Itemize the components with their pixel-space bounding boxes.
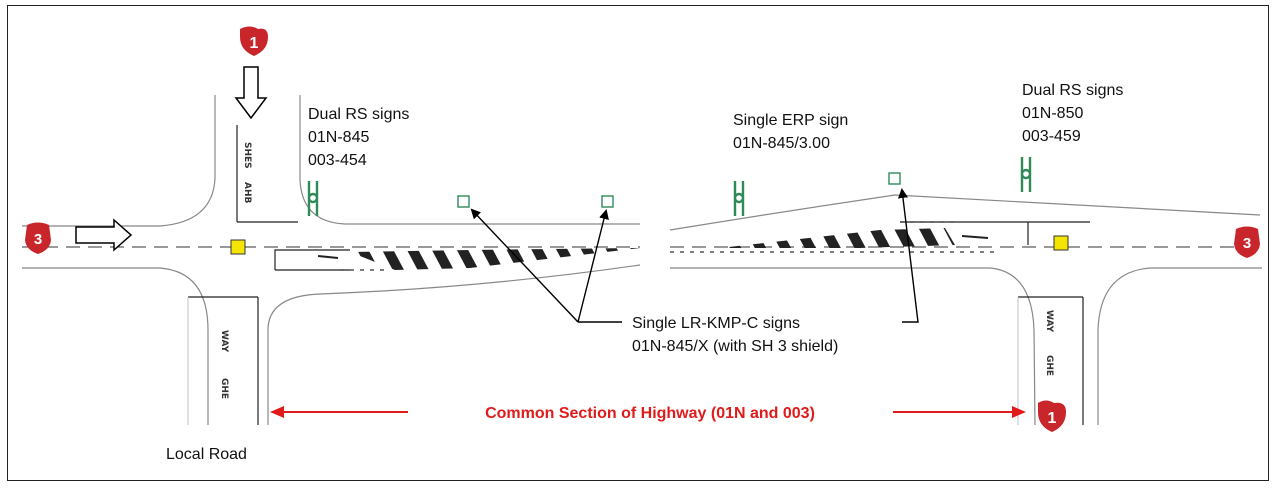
- junction-marker-icon: [1053, 235, 1069, 251]
- left-hatch-island: [350, 248, 640, 270]
- right-hatch-island: [720, 228, 955, 248]
- label-line: Single ERP sign: [733, 112, 848, 129]
- label-line: 01N-845: [308, 129, 369, 146]
- state-highway-shield-icon: [1038, 400, 1066, 432]
- left-intersection: [22, 95, 641, 425]
- shield-route-1-top: 1: [240, 26, 268, 56]
- common-section-annotation: Common Section of Highway (01N and 003): [270, 405, 1026, 422]
- label-line: 003-454: [308, 152, 367, 169]
- shield-route-3-right: 3: [1234, 226, 1260, 258]
- direction-arrow-icon: [234, 66, 268, 120]
- dual-rs-sign-icon: [307, 181, 319, 216]
- marking-right-south-2: GHE: [1044, 355, 1054, 376]
- shield-route-1-bottom: 1: [1038, 400, 1066, 432]
- shield-number: 1: [1048, 410, 1057, 427]
- right-turn-arrow-mark: [961, 235, 989, 239]
- diagram-frame: [7, 5, 1269, 481]
- marking-left-south-2: GHE: [219, 378, 229, 399]
- left-turn-arrow-mark: [317, 255, 339, 259]
- marking-left-north-2: AHB: [242, 182, 252, 203]
- shield-route-3-left: 3: [25, 222, 51, 254]
- label-line: 01N-845/X (with SH 3 shield): [632, 338, 838, 355]
- label-dual-rs-right: Dual RS signs 01N-850 003-459: [1022, 82, 1123, 145]
- label-dual-rs-left: Dual RS signs 01N-845 003-454: [308, 106, 409, 169]
- shield-number: 3: [1243, 235, 1251, 252]
- kmp-sign-icon: [601, 195, 614, 208]
- direction-arrow-icon: [75, 218, 133, 252]
- state-highway-shield-icon: [240, 26, 268, 56]
- state-highway-shield-icon: [25, 222, 51, 254]
- label-line: 01N-845/3.00: [733, 135, 830, 152]
- callout-lines: [470, 188, 919, 323]
- dual-rs-sign-icon: [1020, 157, 1032, 192]
- kmp-sign-icon: [457, 195, 470, 208]
- marking-right-south-1: WAY: [1044, 310, 1054, 333]
- marking-left-north-1: SHES: [242, 142, 252, 169]
- pavement-markings: SHES AHB WAY GHE WAY GHE: [219, 142, 1054, 399]
- label-lr-kmp: Single LR-KMP-C signs 01N-845/X (with SH…: [632, 315, 838, 355]
- shield-number: 1: [250, 35, 259, 52]
- right-intersection: [669, 194, 1262, 426]
- label-line: 01N-850: [1022, 105, 1083, 122]
- dual-rs-sign-icon: [733, 181, 745, 216]
- label-single-erp: Single ERP sign 01N-845/3.00: [733, 112, 848, 152]
- erp-sign-icon: [888, 172, 901, 185]
- state-highway-shield-icon: [1234, 226, 1260, 258]
- common-section-label: Common Section of Highway (01N and 003): [485, 405, 815, 422]
- label-line: Dual RS signs: [308, 106, 409, 123]
- label-line: Dual RS signs: [1022, 82, 1123, 99]
- marking-left-south-1: WAY: [219, 330, 229, 353]
- label-local-road: Local Road: [166, 446, 247, 463]
- label-line: 003-459: [1022, 128, 1081, 145]
- label-line: Single LR-KMP-C signs: [632, 315, 800, 332]
- junction-marker-icon: [230, 239, 246, 255]
- shield-number: 3: [34, 231, 42, 248]
